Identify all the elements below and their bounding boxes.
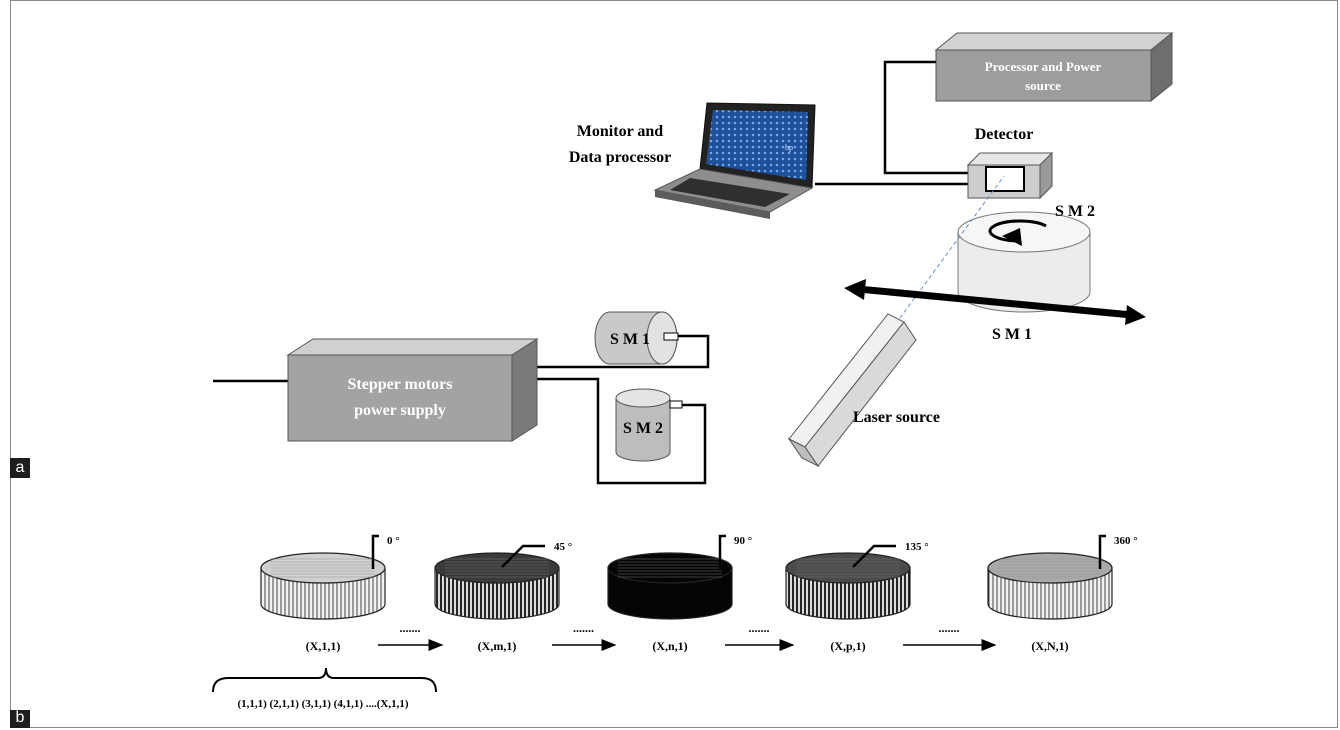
figure-frame [10,0,1338,728]
monitor-label-line2: Data processor [569,149,671,166]
disk-index-label: (X,n,1) [652,639,687,653]
sm1-stage-label: S M 1 [992,326,1032,343]
translation-axis-arrow [844,279,1146,325]
disk-angle-label: 0 ° [387,535,400,547]
processor-label-line2: source [1025,78,1061,93]
sequence-dots: ....... [939,621,960,635]
processor-label-line1: Processor and Power [985,59,1102,74]
sequence-dots: ....... [400,621,421,635]
sequence-dots: ....... [573,621,594,635]
bracket [212,667,437,693]
detector-label: Detector [975,126,1034,143]
stepper-label-line1: Stepper motors [347,376,452,393]
disk-angle-label: 135 ° [905,541,929,553]
disk-index-label: (X,m,1) [478,639,517,653]
laptop-brand: hp [785,143,793,152]
disk-index-label: (X,p,1) [830,639,865,653]
sequence-dots: ....... [749,621,770,635]
laser-source-label: Laser source [853,409,940,426]
sm2-motor-label: S M 2 [623,420,663,437]
monitor-label-line1: Monitor and [577,123,663,140]
disk-angle-label: 90 ° [734,535,752,547]
stepper-power-supply-box: Stepper motors power supply [286,338,539,442]
processor-power-box: Processor and Power source [934,31,1174,103]
disk-5: 360 ° (X,N,1) [987,534,1138,653]
disk-angle-label: 360 ° [1114,535,1138,547]
disk-sequence: 0 ° (X,1,1)....... 45 ° (X,m,1)....... 90 ° (… [260,534,1138,653]
stepper-label-line2: power supply [354,402,446,419]
sm2-stage-label: S M 2 [1055,203,1095,220]
disk-angle-label: 45 ° [554,541,572,553]
disk-4: 135 ° (X,p,1) [785,541,929,653]
disk-3: 90 ° (X,n,1) [607,534,752,653]
disk-index-label: (X,1,1) [306,639,341,653]
laptop: hp [653,102,816,219]
disk-index-label: (X,N,1) [1031,639,1068,653]
panel-label-b: b [10,710,30,728]
sm1-motor [594,311,679,365]
disk-2: 45 ° (X,m,1) [434,541,572,653]
panel-label-a: a [10,458,30,478]
laser-source [787,313,917,468]
connection-cables [213,60,968,485]
disk-1: 0 ° (X,1,1) [260,534,400,653]
detector [966,151,1054,200]
sm2-motor [615,388,683,462]
rotation-stage-cylinder [957,211,1091,313]
bracket-label: (1,1,1) (2,1,1) (3,1,1) (4,1,1) ....(X,1… [237,698,408,710]
sm1-motor-label: S M 1 [610,331,650,348]
